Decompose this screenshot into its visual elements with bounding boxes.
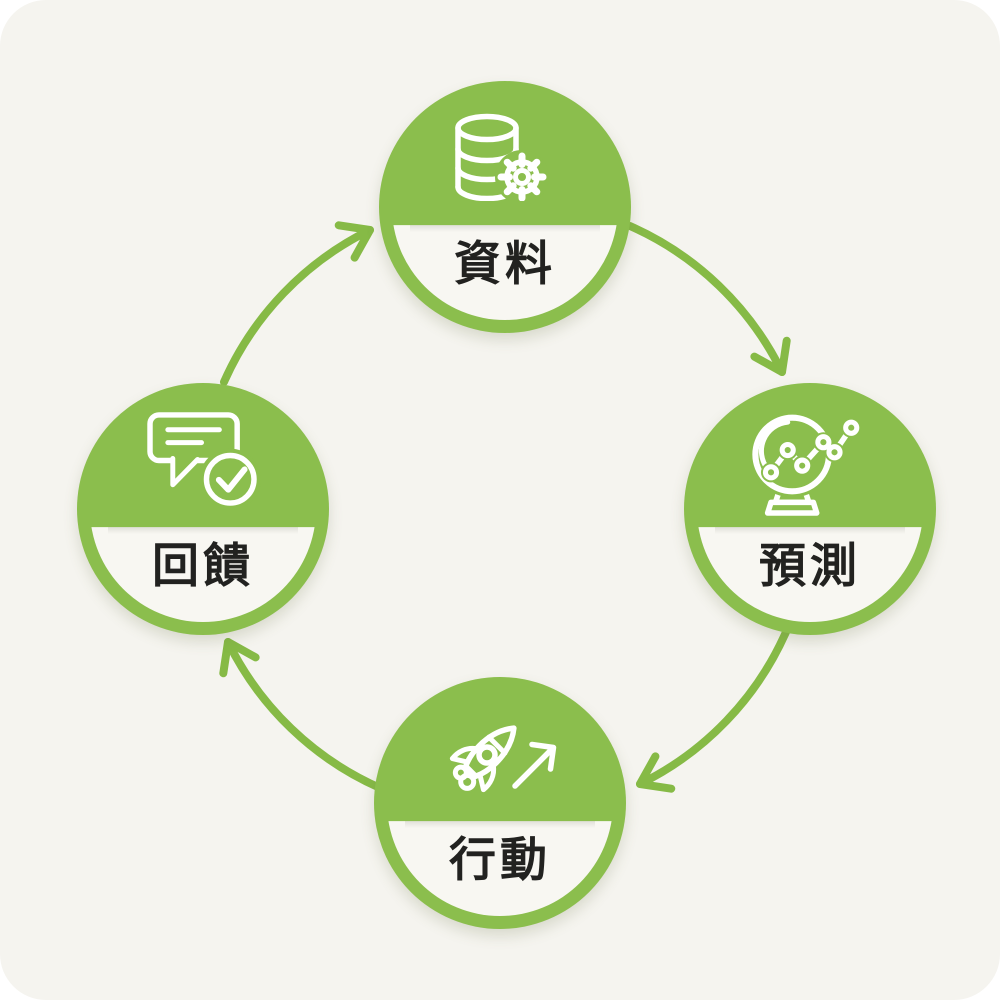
chat-feedback-check-icon [147,412,261,511]
node-action: 行動 [374,677,626,929]
crystal-ball-trend-icon [749,411,862,516]
database-gear-icon [455,113,549,201]
node-predict: 預測 [684,383,936,635]
node-label-data: 資料 [454,236,556,292]
arrow-predict-to-action [636,628,790,793]
node-label-predict: 預測 [759,538,861,594]
arrow-action-to-feedback [219,638,384,792]
node-feedback: 回饋 [77,383,329,635]
node-data: 資料 [379,81,631,333]
arrow-data-to-predict [626,222,791,376]
arrow-feedback-to-data [220,221,374,386]
node-label-feedback: 回饋 [152,538,254,594]
node-label-action: 行動 [449,832,551,888]
rocket-launch-icon [449,725,557,793]
up-trend-arrow-icon [512,741,557,789]
